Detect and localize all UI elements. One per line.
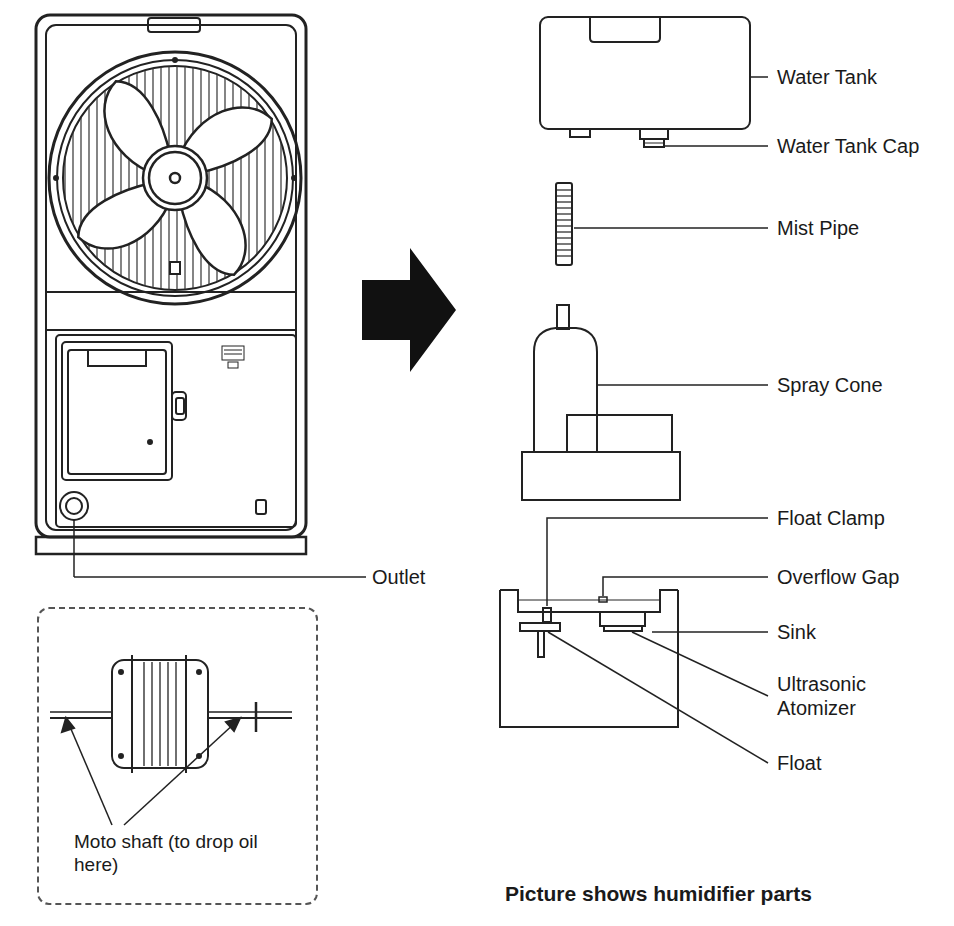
part-label: Water Tank Cap <box>777 134 919 158</box>
detail-label: Moto shaft (to drop oil here) <box>74 830 274 876</box>
part-label: Mist Pipe <box>777 216 859 240</box>
part-label: Float <box>777 751 821 775</box>
caption: Picture shows humidifier parts <box>505 882 812 906</box>
part-label: Float Clamp <box>777 506 885 530</box>
dashed-detail-box: Moto shaft (to drop oil here) <box>37 607 318 905</box>
part-label: Overflow Gap <box>777 565 899 589</box>
part-label: Spray Cone <box>777 373 883 397</box>
part-label: Water Tank <box>777 65 877 89</box>
part-label: Ultrasonic Atomizer <box>777 672 897 720</box>
part-label: Outlet <box>372 565 425 589</box>
part-label: Sink <box>777 620 816 644</box>
